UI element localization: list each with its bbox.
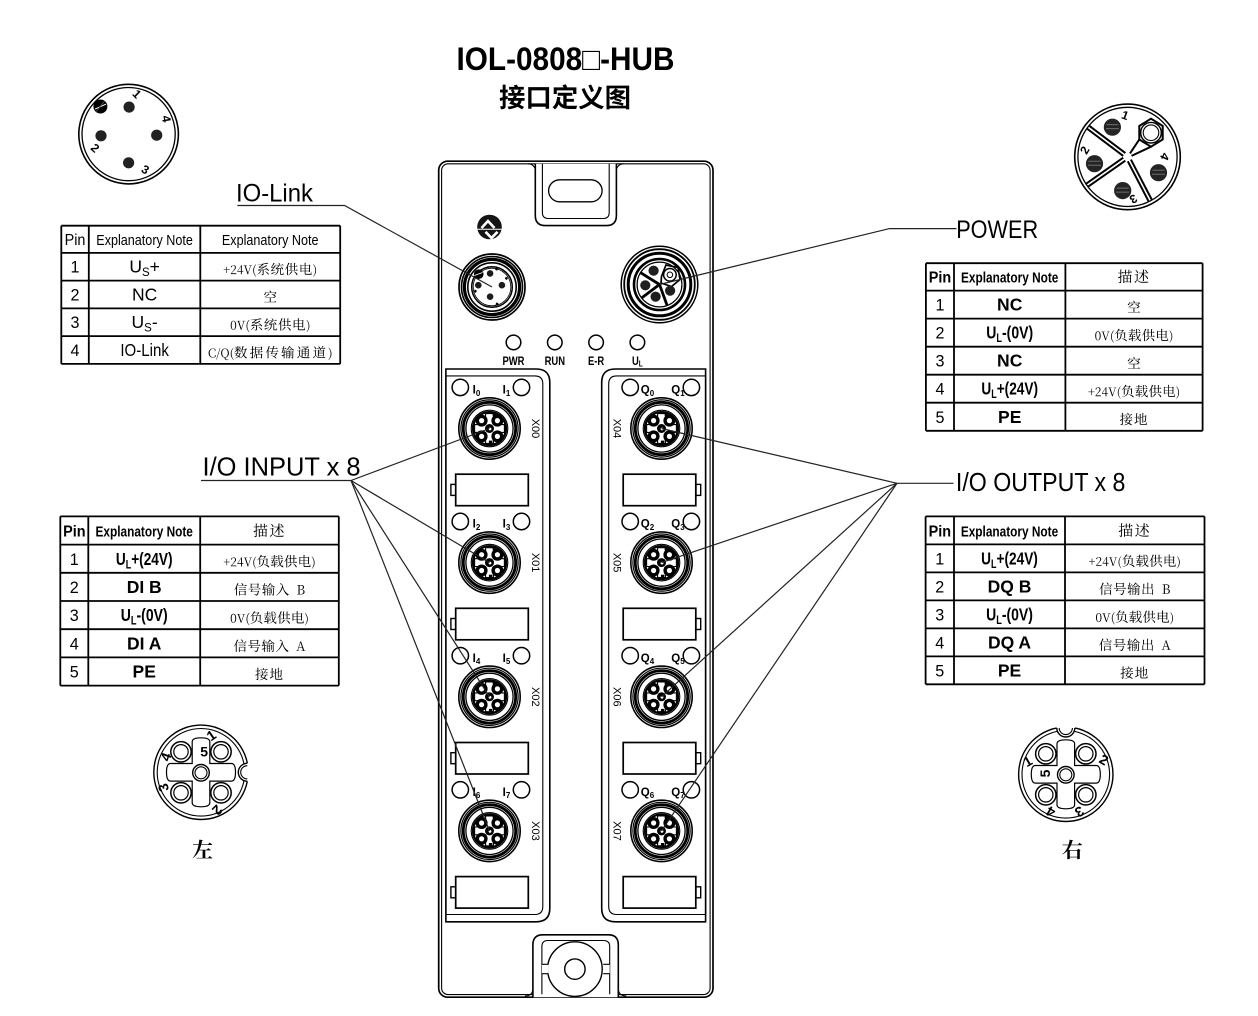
svg-text:5: 5: [936, 407, 945, 426]
svg-text:I4: I4: [473, 653, 481, 666]
svg-text:5: 5: [935, 661, 944, 680]
svg-text:RUN: RUN: [545, 355, 565, 368]
svg-text:4: 4: [71, 341, 80, 360]
svg-text:I/O OUTPUT x 8: I/O OUTPUT x 8: [956, 469, 1126, 497]
svg-text:3: 3: [70, 606, 79, 625]
svg-text:1: 1: [70, 549, 79, 568]
svg-text:3: 3: [936, 351, 945, 370]
svg-text:DI B: DI B: [127, 577, 162, 597]
svg-text:I/O INPUT x 8: I/O INPUT x 8: [203, 453, 361, 481]
svg-text:DQ A: DQ A: [988, 632, 1031, 652]
svg-text:2: 2: [71, 285, 80, 304]
svg-text:3: 3: [154, 782, 172, 794]
svg-text:IOL-0808□-HUB: IOL-0808□-HUB: [456, 41, 674, 77]
svg-text:E-R: E-R: [588, 355, 605, 368]
svg-text:UL​-(0V): UL​-(0V): [986, 606, 1033, 627]
svg-text:Explanatory Note: Explanatory Note: [222, 231, 319, 248]
svg-text:1: 1: [71, 257, 80, 276]
svg-text:PE: PE: [133, 662, 156, 682]
svg-text:2: 2: [935, 577, 944, 596]
svg-text:PE: PE: [998, 660, 1021, 680]
svg-text:X04: X04: [611, 419, 623, 439]
svg-text:UL​-(0V): UL​-(0V): [121, 607, 168, 628]
svg-text:4: 4: [159, 114, 174, 123]
svg-text:NC: NC: [997, 295, 1023, 315]
svg-text:IO-Link: IO-Link: [120, 341, 169, 360]
svg-text:POWER: POWER: [956, 215, 1038, 243]
svg-text:X01: X01: [529, 553, 541, 573]
svg-text:2: 2: [70, 578, 79, 597]
svg-text:Q7: Q7: [671, 787, 685, 800]
svg-text:X05: X05: [611, 553, 623, 573]
svg-text:5: 5: [200, 743, 208, 759]
svg-text:PWR: PWR: [503, 355, 525, 368]
svg-text:DQ B: DQ B: [988, 576, 1032, 596]
svg-text:IO-Link: IO-Link: [236, 180, 314, 208]
svg-text:3: 3: [71, 313, 80, 332]
svg-text:US​+: US​+: [129, 257, 160, 280]
svg-text:Q4: Q4: [641, 653, 655, 666]
svg-text:UL​+(24V): UL​+(24V): [981, 550, 1038, 571]
svg-text:I2: I2: [473, 519, 481, 532]
svg-text:Pin: Pin: [929, 523, 951, 541]
svg-text:I0: I0: [473, 385, 481, 398]
svg-text:Q6: Q6: [641, 787, 655, 800]
svg-text:3: 3: [935, 605, 944, 624]
svg-text:Q2: Q2: [641, 519, 655, 532]
svg-text:5: 5: [70, 662, 79, 681]
svg-text:I6: I6: [473, 787, 481, 800]
svg-text:NC: NC: [132, 284, 157, 304]
svg-text:4: 4: [70, 634, 79, 653]
svg-text:Q3: Q3: [671, 519, 685, 532]
svg-text:Explanatory Note: Explanatory Note: [96, 523, 194, 540]
svg-text:I1: I1: [503, 385, 511, 398]
svg-text:Pin: Pin: [929, 269, 951, 287]
svg-text:I3: I3: [503, 519, 511, 532]
svg-text:Explanatory Note: Explanatory Note: [96, 231, 193, 248]
svg-text:Q0: Q0: [641, 385, 655, 398]
svg-text:US​-: US​-: [132, 312, 158, 335]
svg-text:X02: X02: [529, 687, 541, 707]
svg-text:PE: PE: [998, 407, 1021, 427]
svg-text:Pin: Pin: [63, 523, 85, 541]
svg-text:X00: X00: [529, 419, 541, 439]
svg-text:1: 1: [935, 549, 944, 568]
svg-text:UL​-(0V): UL​-(0V): [986, 324, 1033, 345]
svg-text:Pin: Pin: [65, 231, 86, 249]
svg-text:I5: I5: [503, 653, 511, 666]
svg-text:1: 1: [1120, 108, 1131, 124]
svg-text:2: 2: [936, 323, 945, 342]
svg-text:4: 4: [935, 633, 944, 652]
svg-text:Q5: Q5: [671, 653, 685, 666]
svg-text:X03: X03: [529, 821, 541, 841]
svg-text:NC: NC: [997, 351, 1023, 371]
svg-text:UL: UL: [632, 355, 643, 369]
svg-text:UL​+(24V): UL​+(24V): [981, 380, 1038, 401]
svg-text:Explanatory Note: Explanatory Note: [961, 269, 1059, 286]
svg-text:X06: X06: [611, 687, 623, 707]
svg-text:1: 1: [936, 295, 945, 314]
svg-text:Explanatory Note: Explanatory Note: [961, 523, 1059, 540]
svg-text:5: 5: [1037, 769, 1053, 777]
svg-text:Q1: Q1: [671, 385, 685, 398]
svg-text:DI A: DI A: [127, 633, 162, 653]
svg-text:UL​+(24V): UL​+(24V): [116, 550, 173, 571]
svg-text:I7: I7: [503, 787, 511, 800]
svg-text:4: 4: [936, 379, 945, 398]
svg-text:X07: X07: [611, 821, 623, 841]
